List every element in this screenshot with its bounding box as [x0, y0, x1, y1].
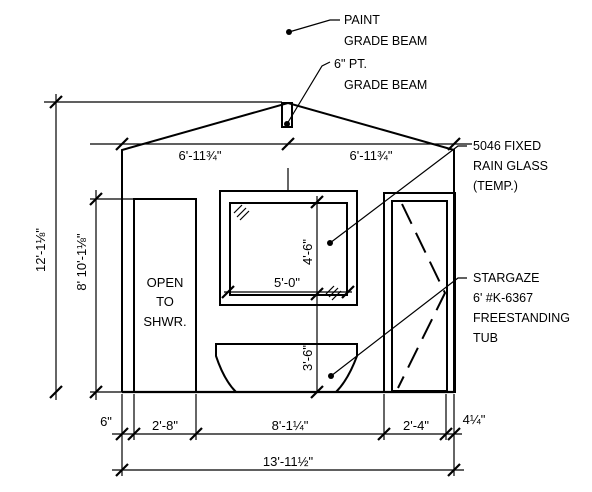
bottom-dimensions: 6" 2'-8" 8'-1¼" 2'-4" 4¼" 13'-11½" — [100, 394, 486, 477]
callout-window-line3: (TEMP.) — [473, 179, 518, 193]
tub-height-dim: 3'-6" — [300, 345, 315, 371]
freestanding-tub — [215, 343, 358, 393]
callout-window-line1: 5046 FIXED — [473, 139, 541, 153]
dim-4-quarter: 4¼" — [463, 412, 486, 427]
dim-6in: 6" — [100, 414, 112, 429]
wall-outline — [121, 101, 455, 394]
callout-paint-line2: GRADE BEAM — [344, 34, 427, 48]
left-vertical-dimensions: 12'-1⅛" 8' 10'-1⅛" — [33, 94, 282, 400]
interior-dimension-lines — [221, 168, 355, 399]
window-height-dim: 4'-6" — [300, 239, 315, 265]
shower-opening: OPEN TO SHWR. — [133, 198, 197, 393]
callout-window: 5046 FIXED RAIN GLASS (TEMP.) — [327, 139, 548, 246]
callout-tub: STARGAZE 6' #K-6367 FREESTANDING TUB — [328, 271, 570, 379]
callout-paint-grade-beam: PAINT GRADE BEAM — [286, 13, 427, 48]
callout-tub-line2: 6' #K-6367 — [473, 291, 533, 305]
roof-left-dim: 6'-11¾" — [179, 148, 222, 163]
opening-label-line1: OPEN — [147, 275, 184, 290]
callout-window-line2: RAIN GLASS — [473, 159, 548, 173]
window-width-dim: 5'-0" — [274, 275, 300, 290]
glass-door — [383, 192, 456, 393]
callout-tub-line4: TUB — [473, 331, 498, 345]
wall-height-dim: 8' 10'-1⅛" — [74, 233, 89, 291]
callout-tub-line1: STARGAZE — [473, 271, 539, 285]
roof-dimension: 6'-11¾" 6'-11¾" — [90, 137, 472, 163]
dim-8-1: 8'-1¼" — [272, 418, 309, 433]
callout-pt-grade-beam: 6" PT. GRADE BEAM — [284, 57, 427, 127]
dim-2-8: 2'-8" — [152, 418, 178, 433]
opening-label-line3: SHWR. — [143, 314, 186, 329]
roof-right-dim: 6'-11¾" — [350, 148, 393, 163]
dim-2-4: 2'-4" — [403, 418, 429, 433]
overall-height-dim: 12'-1⅛" — [33, 228, 48, 272]
callout-tub-line3: FREESTANDING — [473, 311, 570, 325]
callout-pt-line1: 6" PT. — [334, 57, 367, 71]
opening-label-line2: TO — [156, 294, 174, 309]
callout-paint-line1: PAINT — [344, 13, 380, 27]
callout-pt-line2: GRADE BEAM — [344, 78, 427, 92]
overall-width-dim: 13'-11½" — [263, 454, 314, 469]
